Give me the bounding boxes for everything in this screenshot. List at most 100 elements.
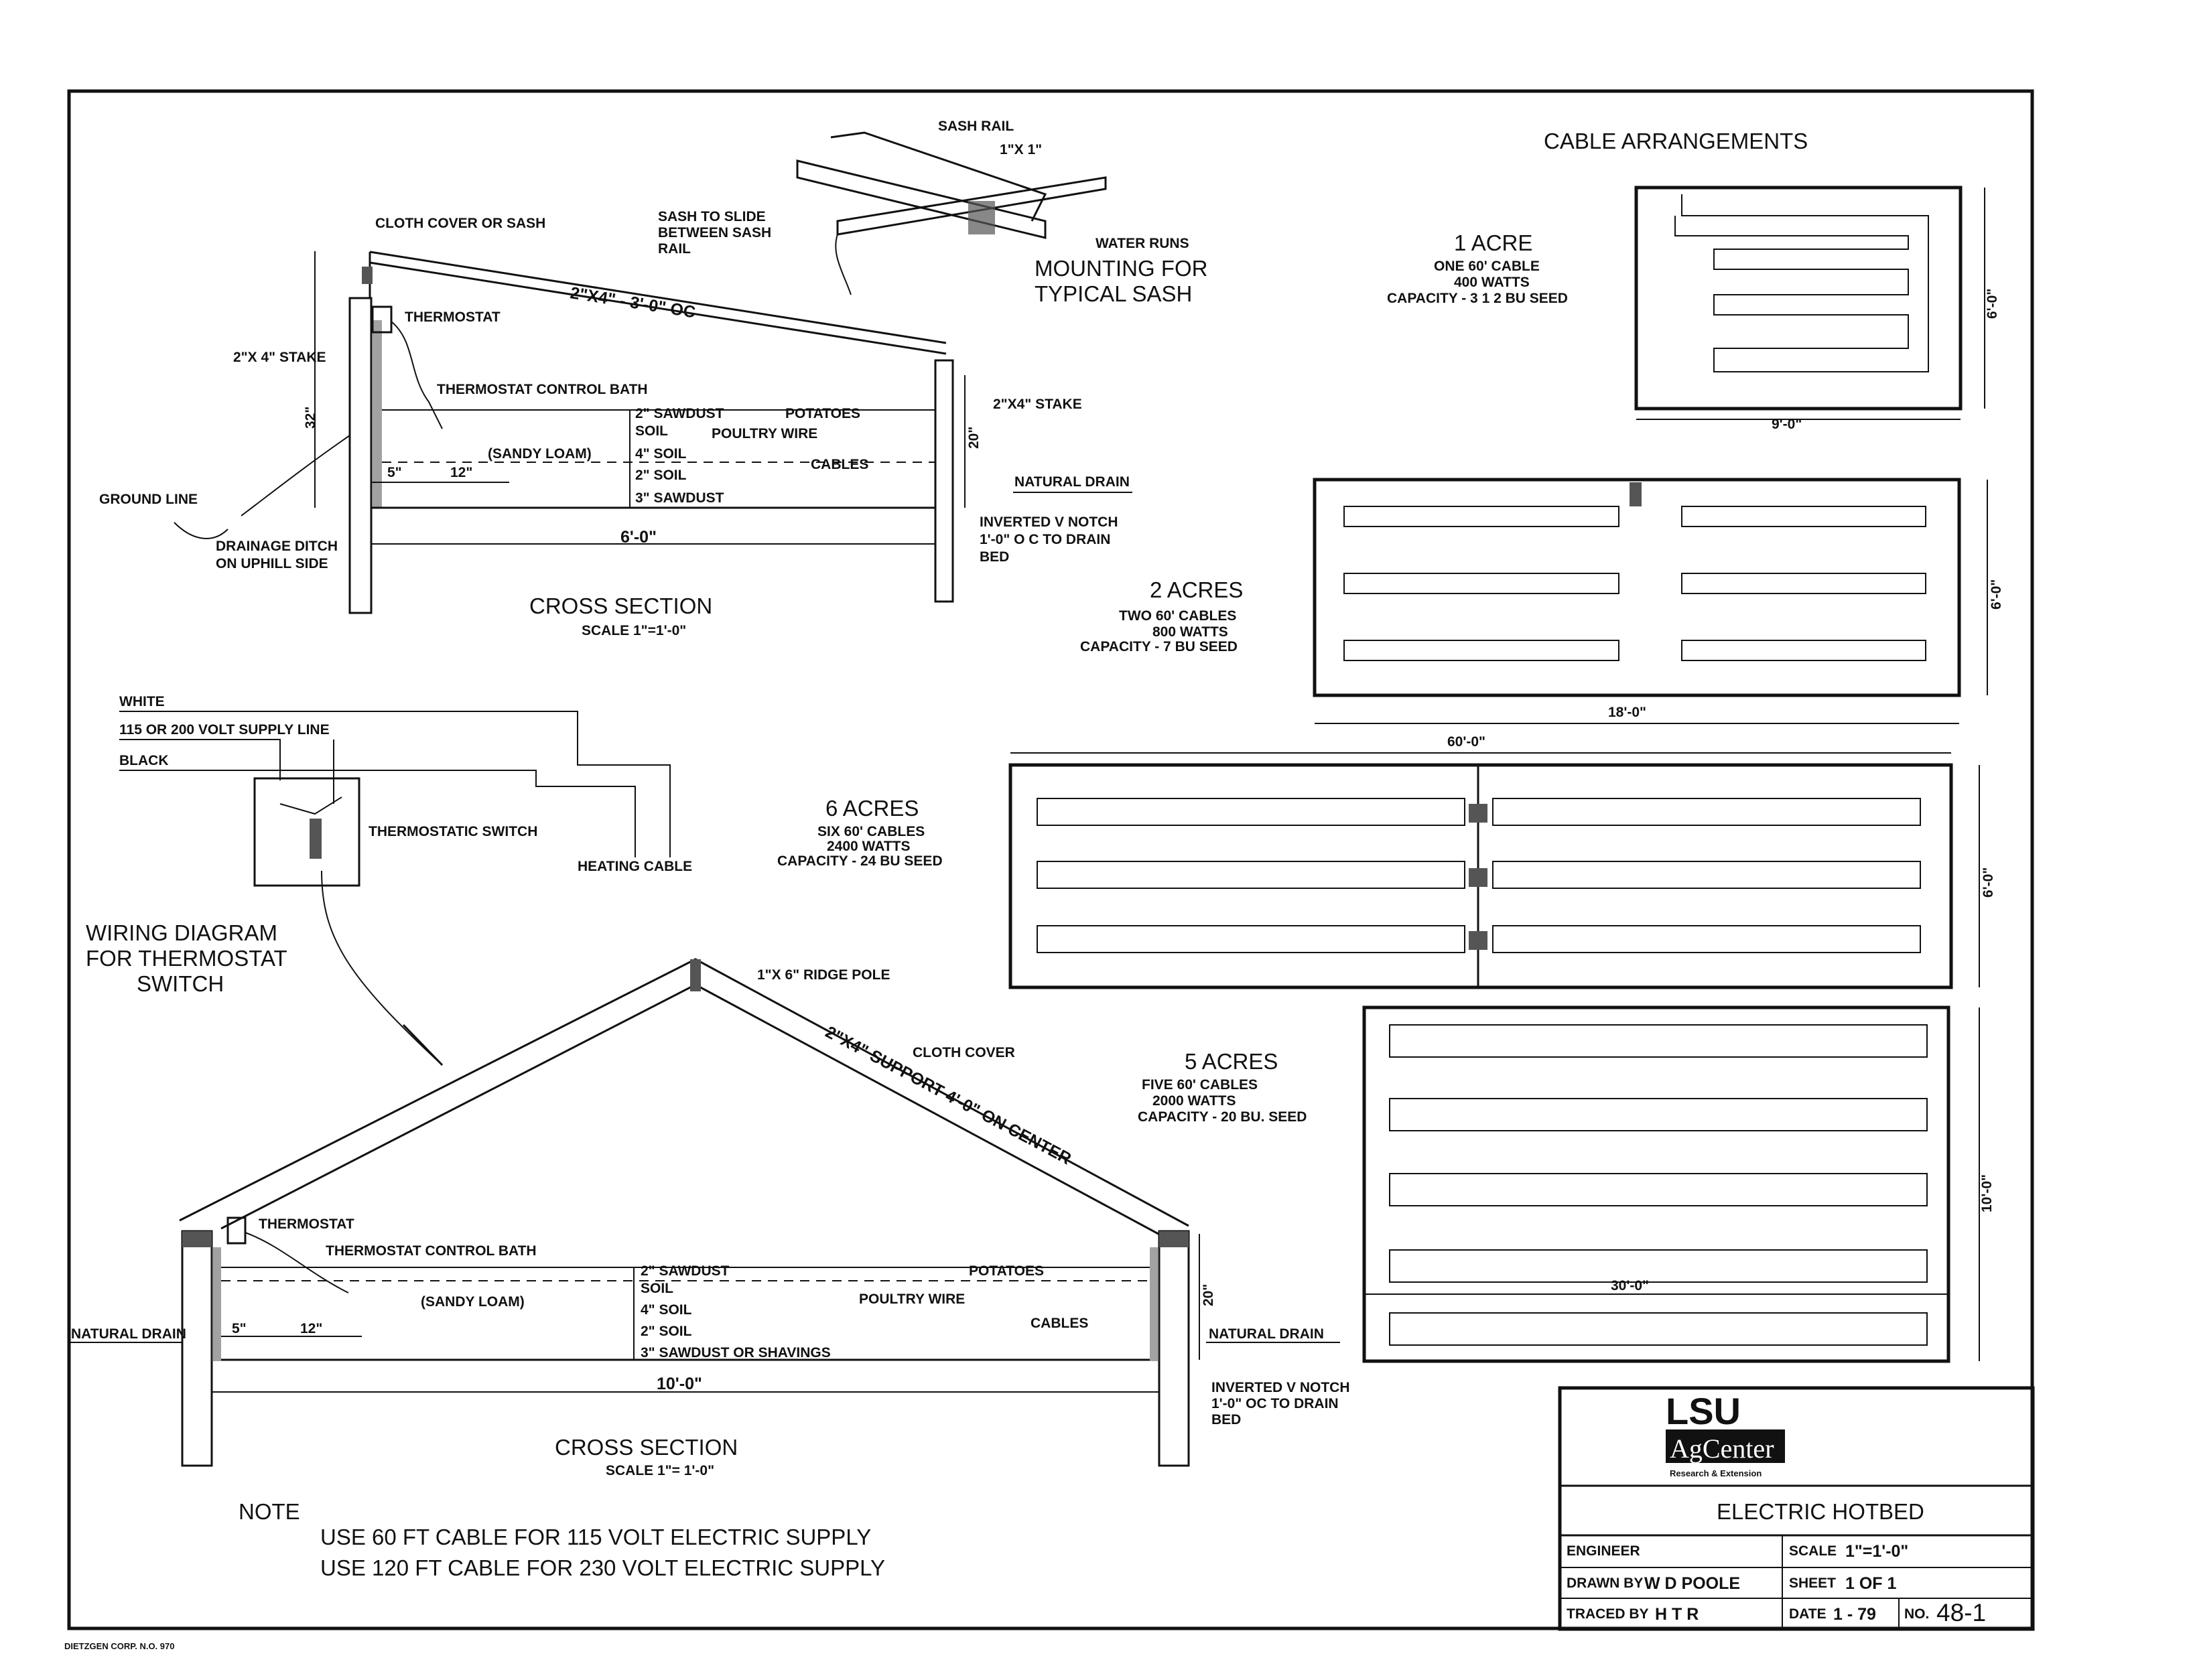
label-cables: CABLES (811, 457, 868, 472)
label-acre2-l3: CAPACITY - 7 BU SEED (1080, 639, 1238, 654)
label-traced-by: TRACED BY (1567, 1606, 1649, 1622)
label-sash-size: 1"X 1" (1000, 142, 1042, 157)
label-wiring-title-1: WIRING DIAGRAM (86, 920, 277, 945)
label-cross-section-bottom: CROSS SECTION (555, 1435, 738, 1460)
logo-sub: Research & Extension (1670, 1468, 1762, 1478)
label-dim-width: 6'-0" (620, 528, 657, 547)
label-notch-b1: INVERTED V NOTCH (1211, 1380, 1350, 1395)
acre1-cable (1674, 194, 1929, 372)
lsu-agcenter-logo: LSU AgCenter Research & Extension (1666, 1390, 1785, 1478)
label-acre2-h: 6'-0" (1989, 579, 2004, 610)
label-natural-drain: NATURAL DRAIN (1014, 474, 1130, 490)
label-acre2-l2: 800 WATTS (1152, 624, 1228, 640)
label-soil-2: 2" SOIL (635, 468, 687, 483)
sash-top (830, 131, 1047, 222)
label-acre5-l2: 2000 WATTS (1152, 1093, 1236, 1109)
acre2-frame (1313, 478, 1961, 697)
label-soil-b: SOIL (641, 1281, 673, 1296)
sash-hatch (968, 201, 995, 234)
title-block-frame (1558, 1386, 2035, 1631)
switch-bulb (310, 819, 322, 859)
sheet-border (67, 89, 2034, 1630)
label-acre1: 1 ACRE (1454, 230, 1532, 255)
label-wiring-title-3: SWITCH (137, 971, 224, 996)
thermostat-box-2 (226, 1216, 247, 1245)
top-left-cap (362, 267, 373, 284)
supply-tap (119, 739, 281, 780)
label-dim-20-2: 20" (1201, 1284, 1216, 1306)
label-acre2-w: 18'-0" (1608, 705, 1646, 720)
logo-agcenter: AgCenter (1670, 1433, 1774, 1464)
sash-rail-shape (796, 159, 1047, 239)
label-scale-bottom: SCALE 1"= 1'-0" (606, 1463, 714, 1478)
label-thermostatic-switch: THERMOSTATIC SWITCH (369, 824, 537, 839)
sash-board (836, 176, 1107, 236)
logo-band (1666, 1429, 1785, 1463)
label-notch-b3: BED (1211, 1412, 1241, 1427)
label-note-line1: USE 60 FT CABLE FOR 115 VOLT ELECTRIC SU… (320, 1525, 871, 1549)
sensor-bulb (402, 1024, 444, 1066)
label-acre6-l1: SIX 60' CABLES (817, 824, 925, 839)
label-sash-slide-3: RAIL (658, 241, 691, 257)
left-post (181, 1230, 213, 1467)
label-notch-2: 1'-0" O C TO DRAIN (980, 532, 1110, 547)
label-stake-right: 2"X4" STAKE (993, 397, 1082, 412)
label-sandy-loam: (SANDY LOAM) (488, 446, 592, 462)
label-dim-32: 32" (303, 407, 318, 429)
label-acre1-l2: 400 WATTS (1454, 275, 1530, 290)
ground-slope (241, 435, 350, 516)
white-wire (119, 711, 671, 857)
label-potatoes: POTATOES (785, 406, 860, 421)
label-heating-cable: HEATING CABLE (578, 859, 692, 874)
label-white: WHITE (119, 694, 165, 709)
value-scale: 1"=1'-0" (1845, 1542, 1908, 1561)
roof-outer (179, 958, 1189, 1227)
sensor-lead (321, 870, 443, 1066)
label-thermostat: THERMOSTAT (405, 309, 501, 325)
label-scale-top: SCALE 1"=1'-0" (582, 623, 686, 638)
label-cable-arrangements: CABLE ARRANGEMENTS (1544, 129, 1808, 153)
label-notch-b2: 1'-0" OC TO DRAIN (1211, 1396, 1339, 1411)
switch-box (253, 777, 360, 887)
label-cables-2: CABLES (1031, 1316, 1088, 1331)
note-block: NOTE USE 60 FT CABLE FOR 115 VOLT ELECTR… (239, 1499, 885, 1580)
thermostat-wire-2 (245, 1232, 349, 1293)
left-stake (348, 297, 373, 614)
sash-detail: SASH RAIL 1"X 1" WATER RUNS MOUNTING FOR… (796, 119, 1207, 306)
label-soil-4: 4" SOIL (635, 446, 687, 462)
label-potatoes-2: POTATOES (969, 1263, 1044, 1279)
label-drain-right: NATURAL DRAIN (1209, 1326, 1324, 1342)
label-acre5-h: 10'-0" (1979, 1174, 1995, 1212)
acre6-junction-1 (1469, 804, 1487, 823)
label-supply: 115 OR 200 VOLT SUPPLY LINE (119, 722, 330, 738)
left-wall-hatch (373, 320, 382, 508)
title-block: LSU AgCenter Research & Extension ELECTR… (1558, 1386, 2035, 1631)
value-traced-by: H T R (1655, 1605, 1699, 1624)
label-mounting-2: TYPICAL SASH (1035, 281, 1192, 306)
label-sandy-loam-2: (SANDY LOAM) (421, 1294, 525, 1310)
value-drawn-by: W D POOLE (1644, 1574, 1740, 1593)
label-dim-5: 5" (387, 465, 402, 480)
acre2-junction (1630, 482, 1642, 506)
thermostat-wire (391, 321, 443, 429)
label-title: ELECTRIC HOTBED (1717, 1499, 1924, 1524)
label-note-heading: NOTE (239, 1499, 300, 1524)
switch-contact (279, 796, 342, 815)
bottom-cross-section: 1"X 6" RIDGE POLE CLOTH COVER 2"X4" SUPP… (70, 958, 1350, 1478)
label-drawn-by: DRAWN BY (1567, 1576, 1643, 1591)
label-wiring-title-2: FOR THERMOSTAT (86, 946, 287, 971)
label-sawdust-top-2: 2" SAWDUST (641, 1263, 730, 1279)
label-acre6: 6 ACRES (825, 796, 919, 821)
label-acre6-w: 60'-0" (1447, 734, 1485, 750)
label-notch-1: INVERTED V NOTCH (980, 514, 1118, 530)
right-cap (1159, 1231, 1189, 1247)
label-acre6-l2: 2400 WATTS (827, 839, 910, 854)
label-sash-slide-2: BETWEEN SASH (658, 225, 771, 240)
label-control-bath-2: THERMOSTAT CONTROL BATH (326, 1243, 537, 1259)
label-sash-slide-1: SASH TO SLIDE (658, 209, 766, 224)
acre5-cables (1389, 1024, 1928, 1346)
label-acre6-l3: CAPACITY - 24 BU SEED (777, 853, 943, 869)
label-acre1-h: 6'-0" (1985, 289, 2000, 319)
label-ridge-pole: 1"X 6" RIDGE POLE (757, 967, 890, 983)
